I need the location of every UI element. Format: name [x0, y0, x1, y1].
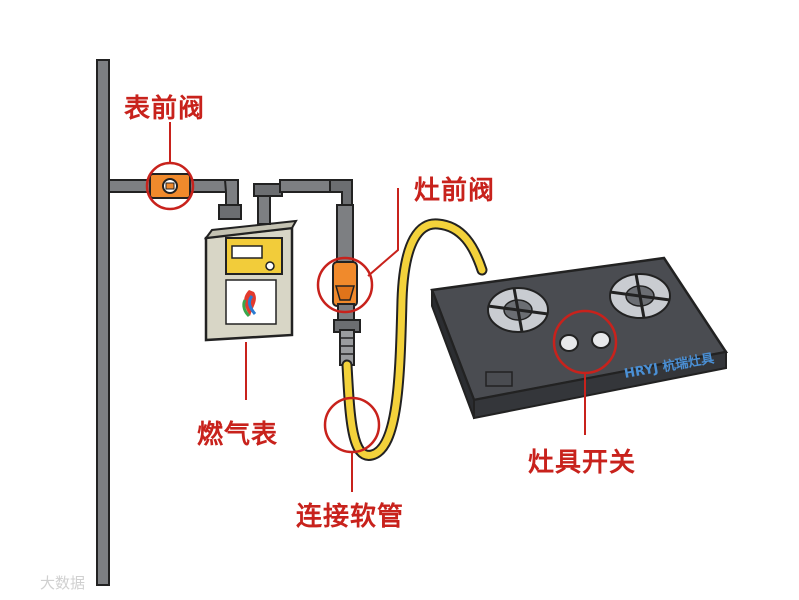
burner-icon — [609, 273, 671, 319]
callout-stove-valve — [316, 188, 399, 314]
label-stove-switch: 灶具开关 — [528, 448, 637, 478]
gas-meter-icon — [203, 219, 298, 342]
knob-icon — [559, 334, 579, 352]
meter-valve-icon — [149, 173, 191, 199]
hose — [341, 218, 488, 461]
stove-icon: HRYJ 杭瑞灶具 — [430, 256, 729, 420]
label-hose: 连接软管 — [296, 502, 405, 532]
outlet-pipe — [253, 179, 354, 266]
callout-stove-switch — [552, 309, 618, 435]
label-gas-meter: 燃气表 — [197, 420, 279, 450]
riser-pipe — [96, 59, 110, 586]
label-meter-valve: 表前阀 — [124, 94, 206, 124]
watermark: 大数据 — [40, 574, 86, 592]
stove-valve-icon — [332, 261, 361, 366]
callout-hose — [323, 396, 381, 492]
knob-icon — [591, 331, 611, 349]
burner-icon — [487, 287, 549, 333]
label-stove-valve: 灶前阀 — [414, 176, 496, 206]
callout-meter-valve — [145, 122, 195, 211]
